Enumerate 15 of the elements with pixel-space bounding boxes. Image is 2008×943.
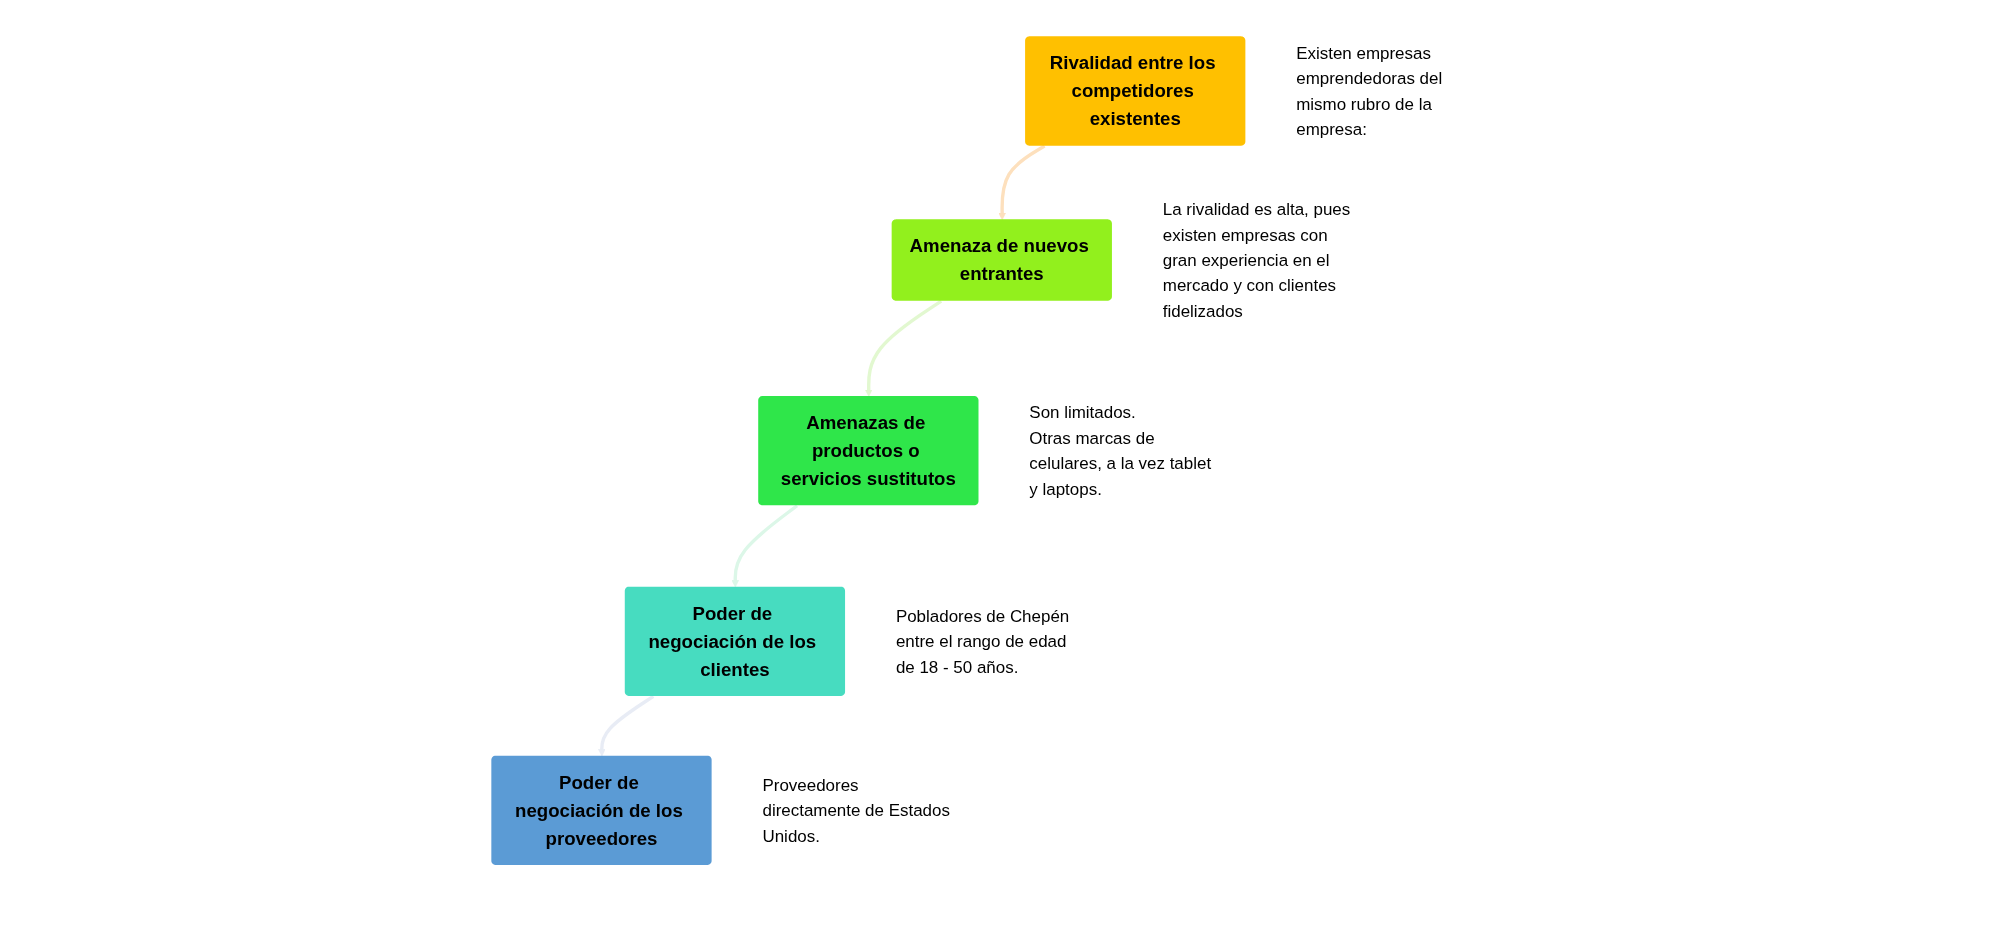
node-label: Proveedores directamente de Estados Unidos.	[762, 775, 950, 845]
node-box	[891, 219, 1112, 301]
arrow	[731, 504, 799, 588]
node-label: Otras marcas de celulares, a la vez tablet y laptops.	[1029, 428, 1212, 498]
arrow	[598, 694, 655, 757]
node-box	[758, 395, 979, 506]
node-box	[491, 755, 712, 865]
node-box	[624, 586, 846, 696]
arrow	[865, 299, 943, 397]
node-label: Existen empresas emprendedoras del mismo rubro de la empresa:	[1296, 43, 1443, 139]
arrow	[998, 144, 1046, 220]
node-box	[1025, 36, 1246, 146]
node-label: Son limitados.	[1029, 403, 1136, 422]
node-label: La rivalidad es alta, pues existen empresas con gran experiencia en el mercado y con clientes fidelizados	[1162, 199, 1351, 321]
node-label: Pobladores de Chepén entre el rango de edad de 18 - 50 años.	[895, 606, 1070, 676]
